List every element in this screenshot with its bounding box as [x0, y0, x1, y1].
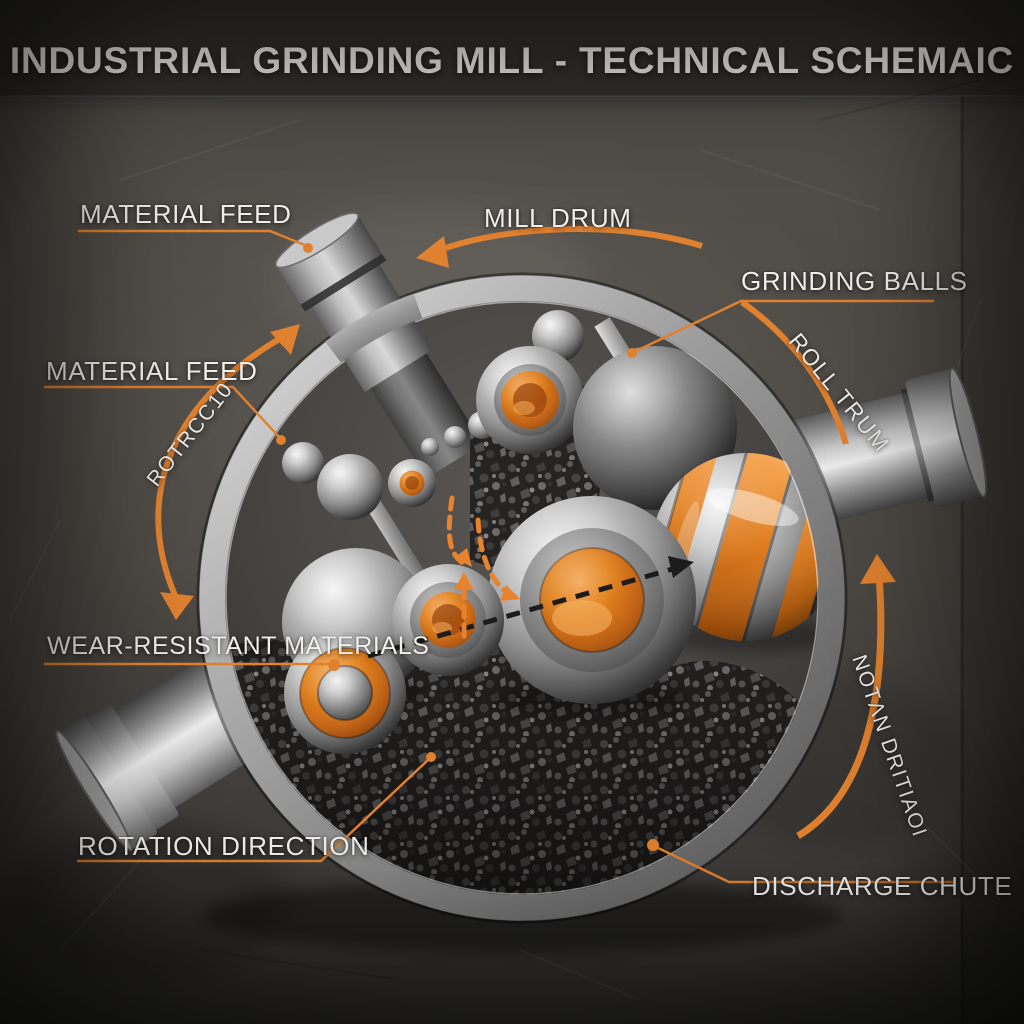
label-material-feed-left: MATERIAL FEED [46, 356, 258, 386]
label-mill-drum: MILL DRUM [484, 203, 632, 233]
label-grinding-balls: GRINDING BALLS [741, 266, 968, 296]
label-material-feed-top: MATERIAL FEED [80, 199, 292, 229]
label-discharge-chute: DISCHARGE CHUTE [752, 871, 1013, 901]
page-title: INDUSTRIAL GRINDING MILL - TECHNICAL SCH… [9, 40, 1015, 81]
label-wear-resistant-materials: WEAR-RESISTANT MATERIALS [47, 632, 430, 660]
label-rotation-direction: ROTATION DIRECTION [78, 831, 370, 861]
